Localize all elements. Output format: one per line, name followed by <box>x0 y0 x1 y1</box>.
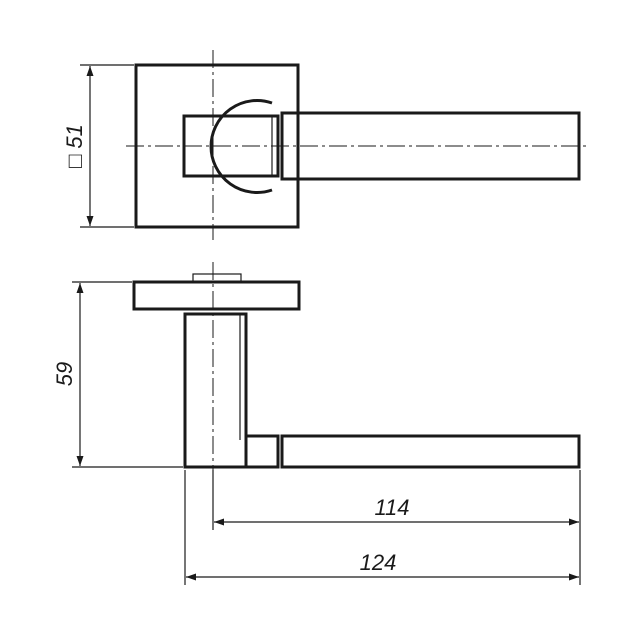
dimension-total-length-label: 124 <box>360 550 397 575</box>
dimension-lever-length-label: 114 <box>374 495 409 520</box>
dimension-total-length: 124 <box>184 470 579 585</box>
dimension-rosette-square: □51 <box>62 64 134 228</box>
top-view <box>126 50 590 240</box>
spindle-tab <box>192 273 242 283</box>
dimension-height-label: 59 <box>52 362 77 386</box>
side-view <box>132 262 581 490</box>
dimension-lever-length: 114 <box>212 470 581 585</box>
dimension-height: 59 <box>52 281 183 468</box>
dimension-rosette-square-label: □51 <box>62 124 87 168</box>
neck-side <box>183 312 248 469</box>
handle-neck-circle <box>209 99 273 194</box>
lever-side-view <box>280 434 581 469</box>
elbow-side <box>185 434 280 469</box>
rosette-plate-side <box>132 280 301 311</box>
